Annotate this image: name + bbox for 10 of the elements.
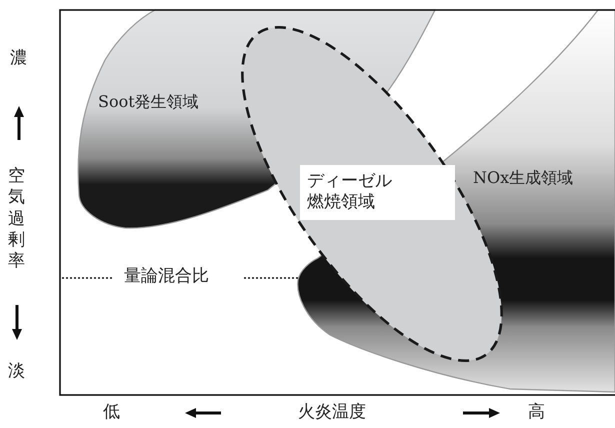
region-label: NOx生成領域 bbox=[473, 168, 574, 188]
axis-label: 高 bbox=[528, 402, 545, 422]
axis-label: 低 bbox=[103, 402, 120, 422]
line-label: 量論混合比 bbox=[124, 266, 209, 286]
region-label: Soot発生領域 bbox=[98, 92, 199, 112]
region-label: ディーゼル燃焼領域 bbox=[300, 165, 455, 220]
axis-label: 濃 bbox=[10, 48, 27, 68]
axis-title: 空気過剰率 bbox=[8, 166, 26, 272]
axis-title: 火炎温度 bbox=[298, 402, 366, 422]
axis-label: 淡 bbox=[8, 361, 25, 382]
